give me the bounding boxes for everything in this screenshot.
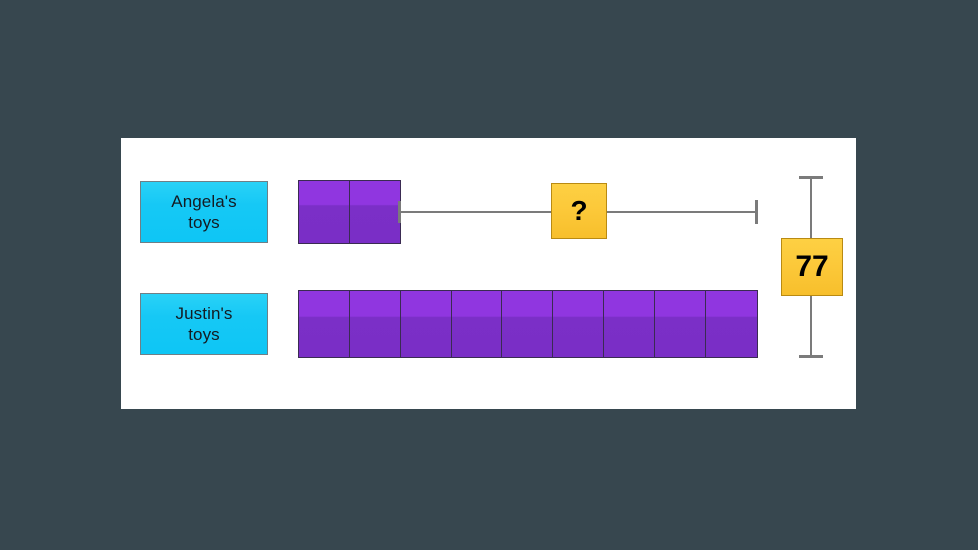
white-panel: Angela's toys Justin's toys bbox=[121, 138, 856, 409]
label-chip-justin-text: Justin's toys bbox=[175, 304, 233, 344]
tape-bar-justin[interactable] bbox=[298, 290, 758, 358]
tape-unit bbox=[349, 181, 400, 243]
tape-unit bbox=[451, 291, 503, 357]
tape-unit bbox=[553, 291, 605, 357]
total-value-text: 77 bbox=[795, 250, 829, 283]
bracket-cap-right-icon bbox=[755, 200, 758, 224]
unknown-value-text: ? bbox=[570, 195, 588, 226]
total-value-box[interactable]: 77 bbox=[781, 238, 843, 296]
tape-unit bbox=[604, 291, 655, 357]
tape-unit bbox=[502, 291, 554, 357]
tape-unit bbox=[349, 291, 401, 357]
bracket-cap-bottom-icon bbox=[799, 355, 823, 358]
label-chip-angela-text: Angela's toys bbox=[171, 192, 237, 232]
label-chip-justin[interactable]: Justin's toys bbox=[140, 293, 268, 355]
tape-bar-angela[interactable] bbox=[298, 180, 401, 244]
tape-unit bbox=[705, 291, 757, 357]
tape-unit bbox=[299, 291, 350, 357]
tape-unit bbox=[299, 181, 350, 243]
tape-unit bbox=[654, 291, 706, 357]
unknown-value-box[interactable]: ? bbox=[551, 183, 607, 239]
label-chip-angela[interactable]: Angela's toys bbox=[140, 181, 268, 243]
tape-unit bbox=[400, 291, 452, 357]
